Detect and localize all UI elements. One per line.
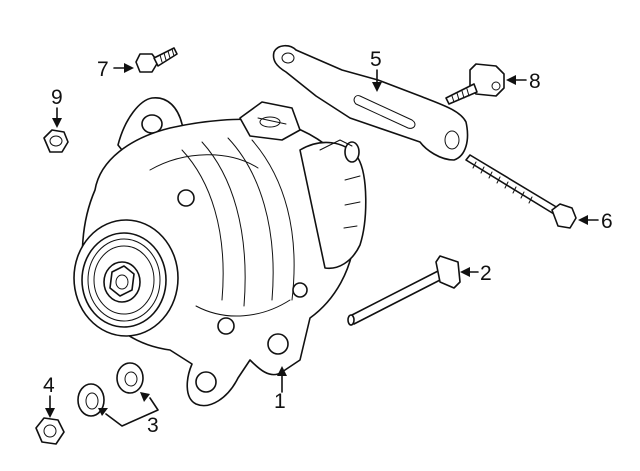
nut-9 [43, 129, 69, 153]
bolt-2 [347, 255, 461, 326]
nut-4 [35, 417, 65, 445]
washers-3 [77, 362, 144, 417]
callout-9: 9 [51, 86, 63, 109]
mounting-bracket [272, 44, 469, 161]
callout-1: 1 [274, 390, 286, 413]
callout-6: 6 [601, 210, 613, 233]
callout-5: 5 [370, 48, 382, 71]
alternator [73, 97, 367, 407]
bolt-6 [465, 154, 577, 229]
callout-3: 3 [147, 414, 159, 437]
spacer-8 [445, 63, 505, 105]
callout-7: 7 [97, 58, 109, 81]
callout-2: 2 [480, 262, 492, 285]
bolt-7 [135, 47, 178, 73]
callout-4: 4 [43, 374, 55, 397]
leader-lines [45, 63, 599, 427]
callout-8: 8 [529, 70, 541, 93]
